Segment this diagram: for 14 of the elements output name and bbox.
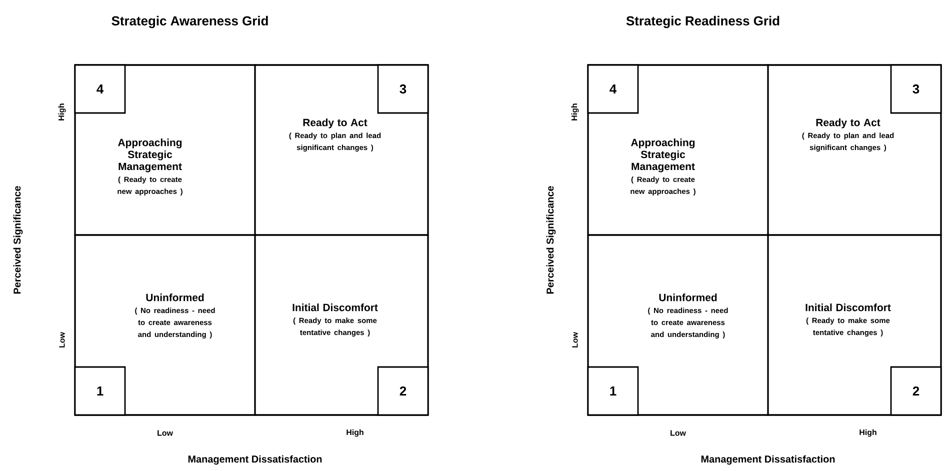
node-label: Strategic Awareness Grid [112,16,268,28]
number-box: 3 [890,64,942,114]
axis-title: Management Dissatisfaction [188,455,322,465]
axis-title: Perceived Significance [546,186,556,294]
number-box: 4 [74,64,126,114]
number-box: 1 [587,366,639,416]
number-box: 2 [890,366,942,416]
axis-title: Perceived Significance [13,186,23,294]
axis-title: Management Dissatisfaction [701,455,835,465]
number-box: 3 [377,64,429,114]
node-label: Strategic Readiness Grid [626,16,780,28]
number-box: 2 [377,366,429,416]
number-box: 4 [587,64,639,114]
number-box: 1 [74,366,126,416]
